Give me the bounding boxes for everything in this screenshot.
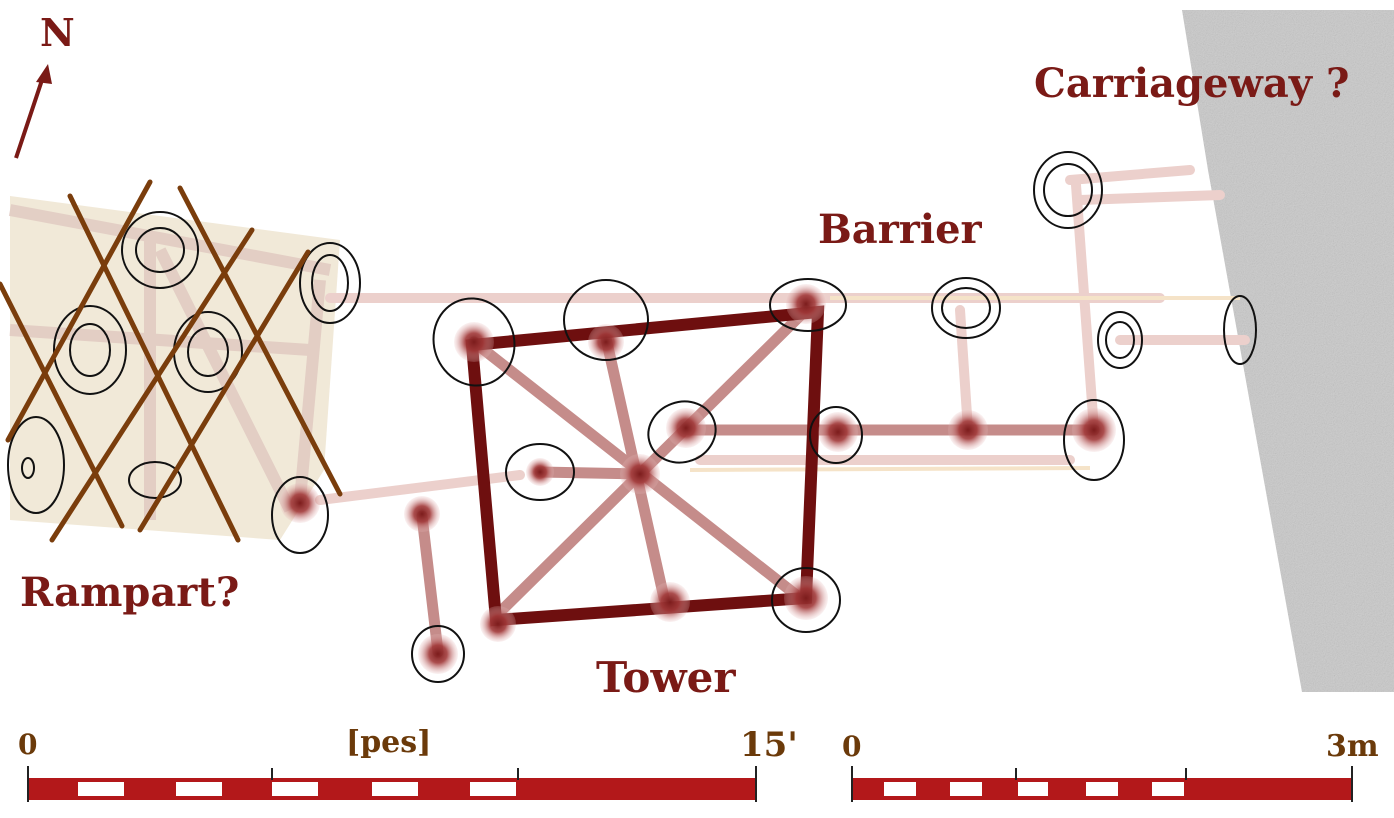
post-hole [650,582,690,622]
post-hole [666,408,706,448]
rampart-label: Rampart? [20,569,239,616]
scale-bar-feet: 0 [pes] 15' [18,725,798,802]
post-hole [404,496,440,532]
post-hole [620,454,660,494]
post-hole [948,410,988,450]
post-hole [588,324,624,360]
barrier-label: Barrier [818,206,983,253]
scale-feet-unit: [pes] [346,725,431,760]
post-hole [480,606,516,642]
scale-feet-start: 0 [18,728,37,761]
pit-outlines [7,151,1257,683]
post-holes [280,284,1116,674]
scale-feet-end: 15' [740,725,798,765]
scale-bar-metres: 0 3m [842,729,1379,802]
scale-metres-start: 0 [842,730,861,763]
tower-label: Tower [596,653,736,702]
post-hole [786,284,826,324]
post-hole [784,576,828,620]
post-hole [1072,408,1116,452]
post-hole [418,634,458,674]
north-label: N [40,10,75,55]
post-hole [280,483,320,523]
post-hole [454,322,494,362]
post-hole [526,458,554,486]
carriageway-label: Carriageway ? [1034,60,1349,107]
scale-metres-end: 3m [1326,729,1379,764]
rampart-crosshatch [0,179,343,543]
post-hole [818,412,858,452]
carriageway-area [1182,10,1394,692]
north-arrow: N [14,10,75,159]
